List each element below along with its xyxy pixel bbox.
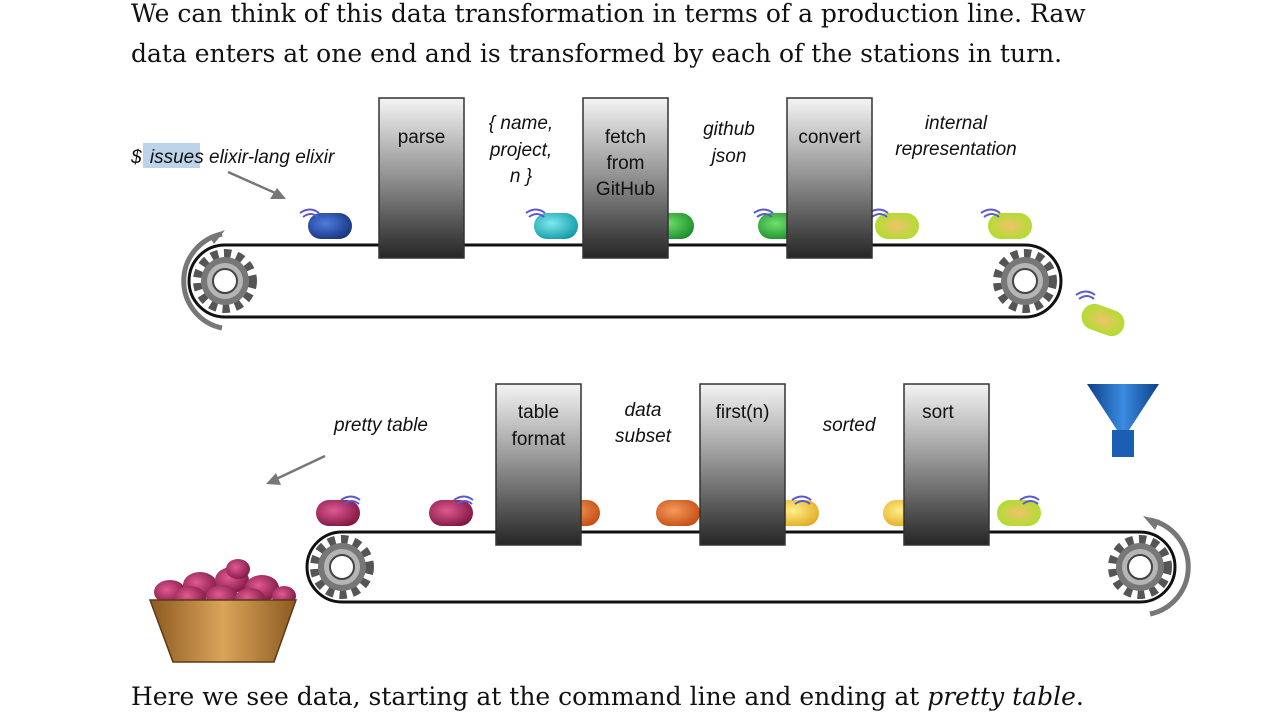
- rotation-arrow-icon: [1149, 517, 1191, 617]
- data-bean: [316, 500, 360, 526]
- station-label: format: [512, 429, 567, 450]
- data-bean: [534, 213, 578, 239]
- gear-icon: [198, 254, 252, 308]
- command-rest: elixir-lang elixir: [209, 147, 335, 168]
- outro-emphasis: pretty table: [927, 682, 1076, 711]
- station-sort: sort: [903, 383, 990, 546]
- gear-icon: [998, 254, 1052, 308]
- data-bean: [997, 500, 1041, 526]
- station-first-n: first(n): [699, 383, 786, 546]
- station-label: sort: [922, 402, 954, 423]
- data-bean: [308, 213, 352, 239]
- station-fetch: fetch from GitHub: [582, 97, 669, 259]
- intro-line-2: data enters at one end and is transforme…: [131, 39, 1063, 68]
- outro-prefix: Here we see data, starting at the comman…: [131, 682, 928, 711]
- data-label: github: [703, 119, 755, 140]
- intro-line-1: We can think of this data transformation…: [131, 0, 1086, 28]
- data-label: data: [625, 400, 662, 421]
- command-line-label: $ issues elixir-lang elixir: [130, 143, 335, 199]
- data-label: subset: [615, 426, 672, 447]
- bottom-conveyor: [305, 516, 1191, 617]
- data-label: n }: [510, 166, 533, 187]
- data-label: pretty table: [333, 415, 428, 436]
- top-stations: parse fetch from GitHub convert: [378, 97, 873, 259]
- outro-paragraph: Here we see data, starting at the comman…: [131, 677, 1251, 717]
- svg-text:$ issues elixi: $ issues elixir-lang elixir: [130, 147, 335, 168]
- bottom-labels: pretty table data subset sorted: [266, 400, 877, 485]
- basket-icon: [148, 559, 298, 663]
- data-label: json: [709, 146, 747, 167]
- falling-bean: [1077, 300, 1129, 340]
- data-label: project,: [489, 140, 552, 161]
- station-label: from: [607, 153, 645, 174]
- station-label: parse: [398, 127, 446, 148]
- data-bean: [875, 213, 919, 239]
- station-label: GitHub: [596, 179, 655, 200]
- command-prompt: $: [130, 147, 142, 168]
- intro-paragraph: We can think of this data transformation…: [131, 0, 1231, 74]
- gear-icon: [315, 540, 369, 594]
- data-bean: [988, 213, 1032, 239]
- data-label: sorted: [823, 415, 877, 436]
- data-label: representation: [895, 139, 1016, 160]
- arrow-icon: [227, 170, 283, 198]
- data-bean: [429, 500, 473, 526]
- outro-suffix: .: [1075, 682, 1084, 711]
- station-parse: parse: [378, 97, 465, 259]
- funnel-icon: [1087, 384, 1159, 457]
- command-highlighted: issues: [150, 147, 204, 168]
- gear-icon: [1113, 540, 1167, 594]
- data-label: internal: [925, 113, 988, 134]
- rotation-arrow-icon: [181, 231, 223, 331]
- top-labels: { name, project, n } github json interna…: [489, 113, 1017, 187]
- station-label: first(n): [716, 402, 770, 423]
- station-table-format: table format: [495, 383, 582, 546]
- station-label: convert: [798, 127, 861, 148]
- bottom-stations: table format first(n) sort: [495, 383, 990, 546]
- station-label: fetch: [605, 127, 646, 148]
- station-convert: convert: [786, 97, 873, 259]
- arrow-icon: [271, 454, 326, 483]
- station-label: table: [518, 402, 559, 423]
- data-label: { name,: [489, 113, 553, 134]
- top-conveyor: [181, 230, 1063, 331]
- data-bean: [656, 500, 700, 526]
